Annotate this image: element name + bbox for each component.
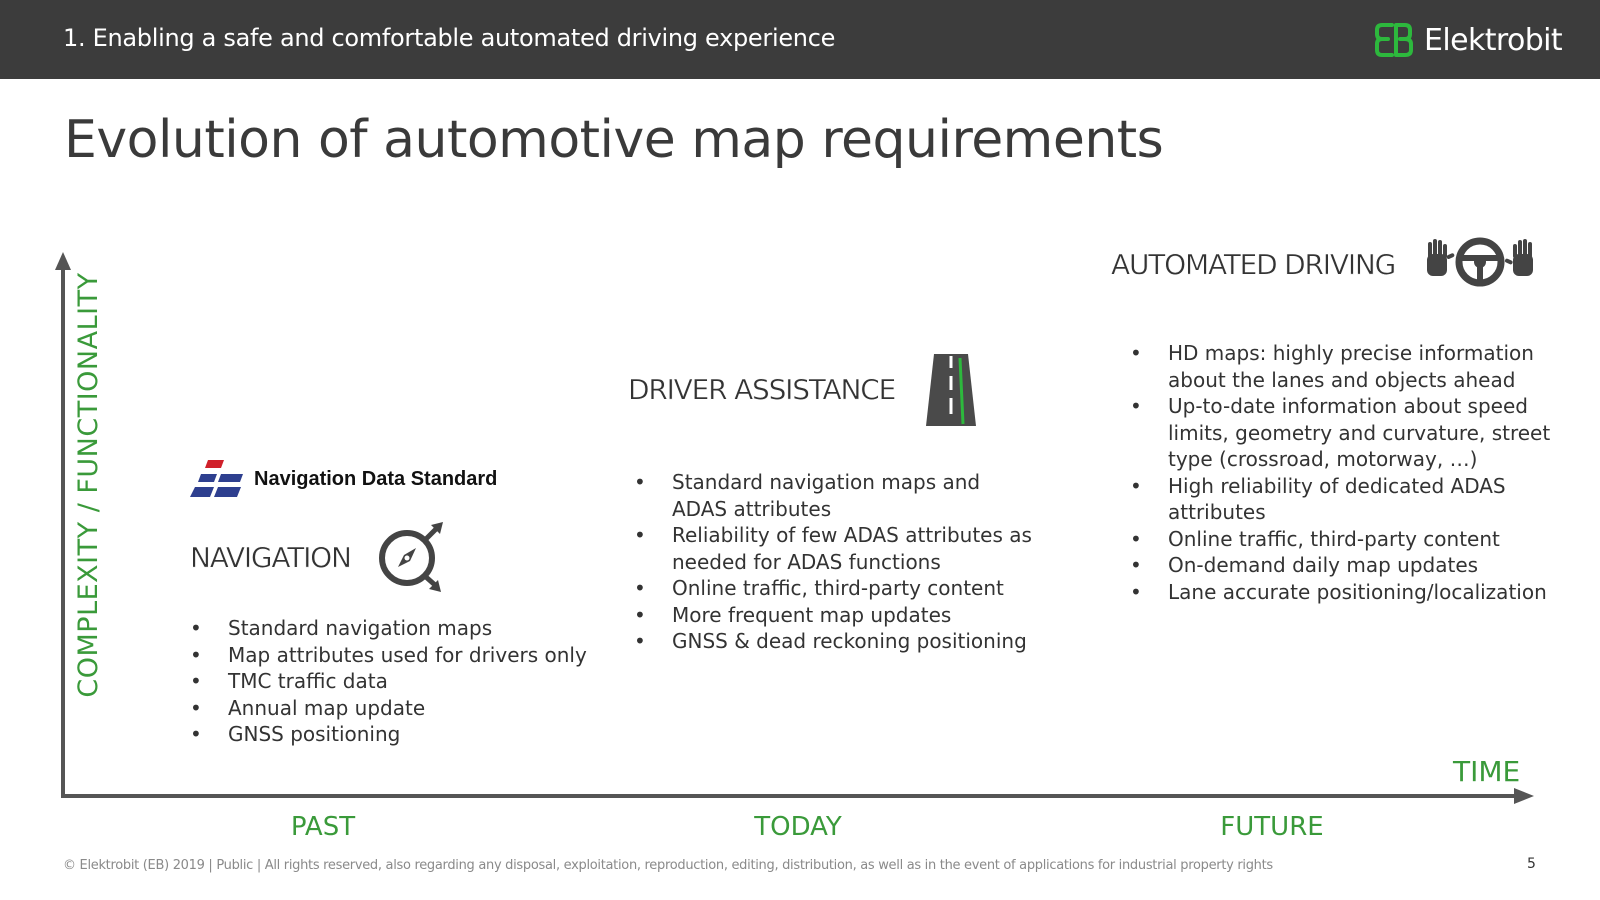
road-lane-icon [926, 354, 976, 426]
list-item: GNSS positioning [190, 721, 610, 748]
era-today: TODAY [754, 812, 842, 842]
y-axis-label: COMPLEXITY / FUNCTIONALITY [73, 272, 104, 698]
list-item: On-demand daily map updates [1130, 552, 1560, 579]
automated-driving-bullets: HD maps: highly precise information abou… [1130, 340, 1560, 605]
navigation-heading: NAVIGATION [190, 541, 352, 575]
list-item: Annual map update [190, 695, 610, 722]
x-axis-arrowhead [1514, 788, 1534, 804]
section-title: 1. Enabling a safe and comfortable autom… [63, 24, 836, 52]
list-item: Map attributes used for drivers only [190, 642, 610, 669]
era-past: PAST [290, 812, 356, 842]
list-item: High reliability of dedicated ADAS attri… [1130, 473, 1560, 526]
list-item: Lane accurate positioning/localization [1130, 579, 1560, 606]
automated-driving-heading: AUTOMATED DRIVING [1111, 248, 1397, 282]
driver-assistance-heading: DRIVER ASSISTANCE [628, 373, 897, 407]
list-item: Reliability of few ADAS attributes as ne… [634, 522, 1034, 575]
list-item: Up-to-date information about speed limit… [1130, 393, 1560, 473]
list-item: TMC traffic data [190, 668, 610, 695]
elektrobit-logo: Elektrobit [1374, 20, 1563, 60]
navigation-bullets: Standard navigation maps Map attributes … [190, 615, 610, 748]
y-axis-arrowhead [55, 252, 71, 270]
page-number: 5 [1527, 856, 1536, 872]
compass-icon [379, 522, 443, 592]
list-item: Standard navigation maps and ADAS attrib… [634, 469, 1034, 522]
driver-assistance-bullets: Standard navigation maps and ADAS attrib… [634, 469, 1034, 655]
nds-mark-icon [190, 460, 243, 497]
list-item: Standard navigation maps [190, 615, 610, 642]
era-future: FUTURE [1220, 812, 1324, 842]
list-item: Online traffic, third-party content [634, 575, 1034, 602]
steering-wheel-hands-icon [1427, 237, 1533, 287]
nds-logo-text: Navigation Data Standard [254, 467, 498, 490]
header-bar: 1. Enabling a safe and comfortable autom… [0, 0, 1600, 79]
brand-name: Elektrobit [1424, 22, 1563, 58]
footer-copyright: © Elektrobit (EB) 2019 | Public | All ri… [63, 858, 1273, 873]
list-item: More frequent map updates [634, 602, 1034, 629]
list-item: GNSS & dead reckoning positioning [634, 628, 1034, 655]
eb-logo-icon [1375, 23, 1413, 57]
list-item: Online traffic, third-party content [1130, 526, 1560, 553]
x-axis-label: TIME [1453, 755, 1521, 788]
nds-logo: Navigation Data Standard [190, 460, 497, 498]
page-title: Evolution of automotive map requirements [64, 110, 1164, 170]
list-item: HD maps: highly precise information abou… [1130, 340, 1560, 393]
